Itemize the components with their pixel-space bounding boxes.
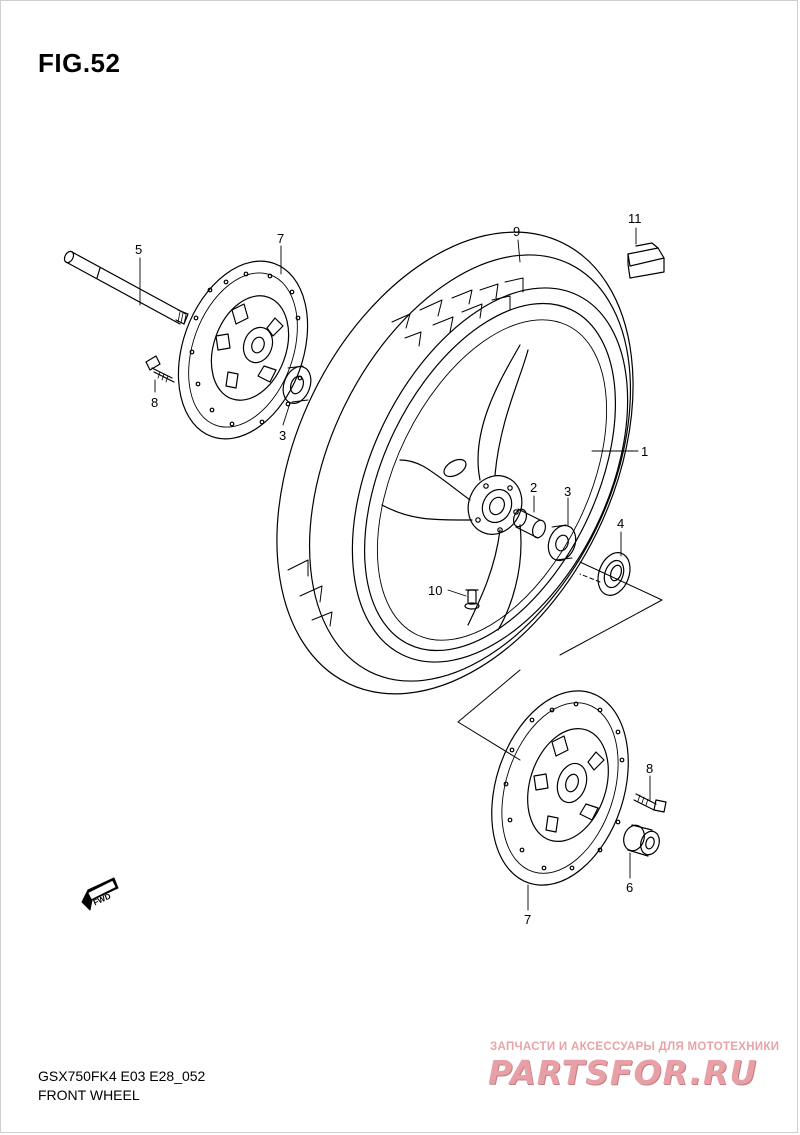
model-code: GSX750FK4 E03 E28_052 (38, 1068, 206, 1084)
callout-6: 6 (626, 880, 633, 895)
callout-7-upper: 7 (277, 231, 284, 246)
callout-1: 1 (641, 444, 648, 459)
bearing-left (282, 365, 312, 404)
callout-10: 10 (428, 583, 442, 598)
fwd-direction-badge: FWD (81, 877, 119, 911)
callout-11: 11 (628, 211, 642, 226)
bearing-right (547, 524, 577, 562)
oil-seal (597, 552, 631, 596)
callout-9: 9 (513, 224, 520, 239)
disc-bolt-right (633, 793, 667, 813)
front-axle (63, 250, 189, 325)
brake-disc-right (491, 690, 629, 886)
figure-title: FIG.52 (38, 48, 121, 78)
section-title: FRONT WHEEL (38, 1087, 140, 1103)
callout-5: 5 (135, 242, 142, 257)
leader-lines (139, 227, 651, 911)
callout-7-lower: 7 (524, 912, 531, 927)
wheel-assembly (276, 231, 634, 695)
callout-3-lower: 3 (564, 484, 571, 499)
disc-bolt-left (145, 355, 175, 383)
assembly-guide-lines (457, 561, 663, 761)
watermark-logo: PARTSFOR.RU (488, 1053, 758, 1092)
tire-valve (464, 589, 480, 610)
watermark-tagline: ЗАПЧАСТИ И АКСЕССУАРЫ ДЛЯ МОТОТЕХНИКИ (490, 1041, 780, 1053)
callout-8-upper: 8 (151, 395, 158, 410)
callout-4: 4 (617, 516, 624, 531)
axle-collar (623, 824, 660, 857)
callout-labels: 1 2 3 3 4 5 6 7 7 8 8 9 10 11 (135, 211, 653, 927)
callout-2: 2 (530, 480, 537, 495)
callout-3-upper: 3 (279, 428, 286, 443)
balance-weight (627, 242, 665, 279)
brake-disc-left (177, 260, 309, 440)
wheel-spacer (512, 508, 547, 539)
callout-8-lower: 8 (646, 761, 653, 776)
